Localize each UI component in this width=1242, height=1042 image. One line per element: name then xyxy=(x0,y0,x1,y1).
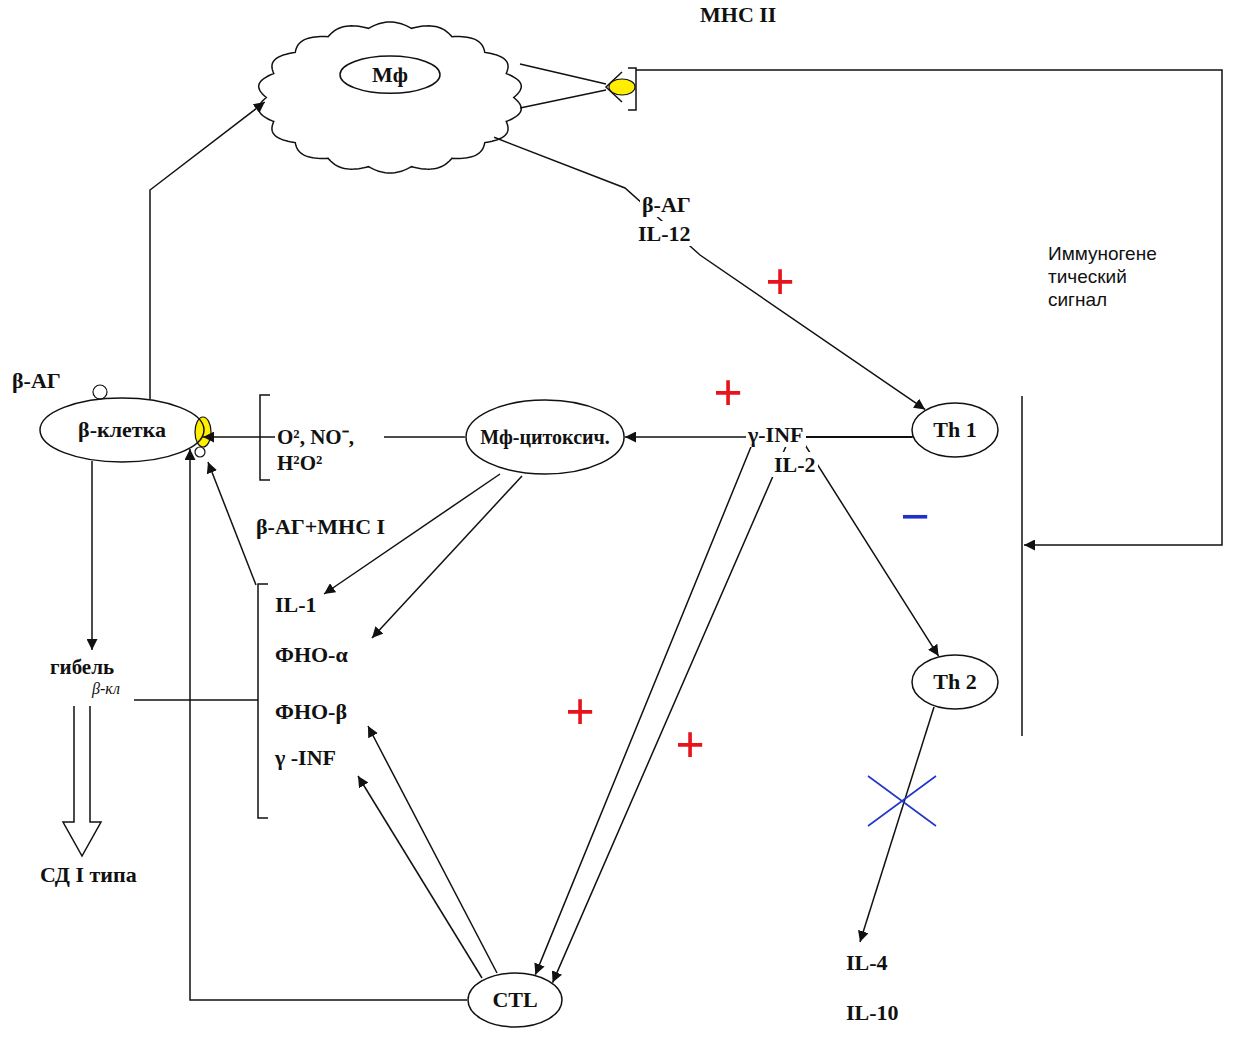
death-arrow xyxy=(91,461,93,650)
cytokine-arrow xyxy=(368,726,497,973)
cytokine-label: γ-INF xyxy=(746,422,806,447)
cytokine-label: IL-1 xyxy=(275,592,317,617)
connector-arrow xyxy=(800,437,939,656)
beta-cell: β-клетка xyxy=(39,397,205,463)
node-label: Мф xyxy=(372,62,408,87)
connector-arrow xyxy=(494,137,925,409)
cell-outline xyxy=(912,655,998,709)
plus-sign: + xyxy=(565,686,595,738)
leader-line xyxy=(134,699,258,701)
outcome-label: β-кл xyxy=(92,680,120,698)
cytokine-arrow xyxy=(372,476,522,638)
th-bracket xyxy=(1021,396,1023,736)
node-label: Мф-цитоксич. xyxy=(480,426,610,449)
antigen-label: β-АГ+MHC I xyxy=(256,514,385,539)
connector-arrow xyxy=(553,437,913,983)
cytokine-arrow xyxy=(358,776,482,978)
node-label: Th 2 xyxy=(933,669,976,694)
cell-outline xyxy=(468,973,562,1027)
plus-sign: + xyxy=(675,719,705,771)
antigen-label: β-АГ xyxy=(12,368,61,393)
connector-arrow xyxy=(190,449,467,1000)
hollow-arrow xyxy=(63,706,101,856)
antigen-dot xyxy=(93,385,107,399)
cytokine-label: IL-10 xyxy=(846,1000,899,1025)
cytokine-label: ФНО-α xyxy=(275,642,348,667)
cytokine-label: ФНО-β xyxy=(275,699,347,724)
connector-arrow xyxy=(150,102,265,399)
antigen-dot xyxy=(195,447,205,457)
nucleus-outline xyxy=(340,56,440,93)
cytokine-arrow xyxy=(208,462,256,585)
cytokine-label: IL-4 xyxy=(846,950,888,975)
cytotoxic-macrophage: Мф-цитоксич. xyxy=(465,399,625,475)
node-label: Th 1 xyxy=(933,417,976,442)
receptor-label: MHC II xyxy=(700,2,776,27)
cell-outline xyxy=(40,398,204,462)
pseudopod xyxy=(520,64,606,108)
minus-sign: − xyxy=(900,491,930,543)
cloud-outline xyxy=(259,22,522,173)
antigen-label: β-АГ xyxy=(640,192,693,217)
ctl-cell: CTL xyxy=(467,972,563,1028)
plus-sign: + xyxy=(713,367,743,419)
cytokine-label: IL-2 xyxy=(772,452,818,477)
disease-label: СД I типа xyxy=(40,862,137,887)
antigen-complex xyxy=(609,79,635,95)
signal-note: Иммуногене тический сигнал xyxy=(1048,243,1178,311)
th1-cell: Th 1 xyxy=(911,402,999,458)
cell-outline xyxy=(912,403,998,457)
receptor-bracket xyxy=(628,68,636,110)
cytokine-label: IL-12 xyxy=(636,221,693,246)
connector-arrow xyxy=(636,70,1222,545)
node-outline xyxy=(255,20,525,175)
radicals-label: O², NO⁻, H²O² xyxy=(275,424,384,476)
cell-outline xyxy=(466,400,624,474)
cytokine-bracket xyxy=(258,584,268,818)
cytokine-label: γ -INF xyxy=(275,745,336,770)
node-label: β-клетка xyxy=(78,417,166,442)
macrophage-cloud: Мф xyxy=(255,20,525,175)
th2-cell: Th 2 xyxy=(911,654,999,710)
node-label: CTL xyxy=(492,987,537,1012)
block-cross xyxy=(868,776,936,826)
plus-sign: + xyxy=(765,256,795,308)
outcome-label: гибель xyxy=(50,655,114,679)
